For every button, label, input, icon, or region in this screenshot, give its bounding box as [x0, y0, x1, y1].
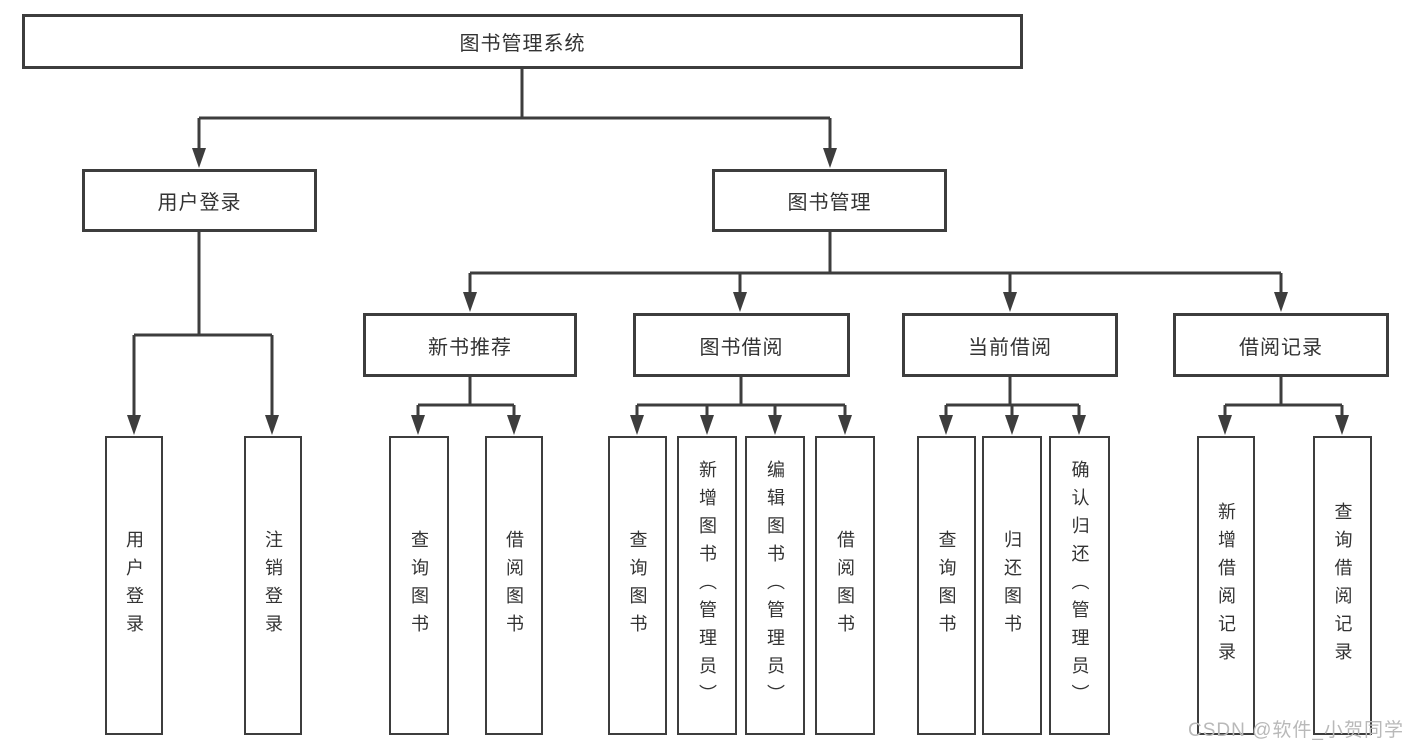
leaf-borrow-edit-books-admin-label: 编辑图书（管理员） [765, 459, 785, 712]
node-current-borrow-label: 当前借阅 [968, 336, 1052, 359]
node-new-book-recommend: 新书推荐 [363, 313, 577, 377]
leaf-current-query-books-label: 查询图书 [936, 529, 957, 642]
leaf-recommend-borrow-books-label: 借阅图书 [504, 529, 524, 642]
leaf-current-return-books: 归还图书 [982, 436, 1042, 735]
leaf-records-query-record-label: 查询借阅记录 [1332, 501, 1353, 670]
node-book-borrow: 图书借阅 [633, 313, 850, 377]
leaf-records-add-record: 新增借阅记录 [1197, 436, 1255, 735]
leaf-user-login: 用户登录 [105, 436, 163, 735]
leaf-borrow-query-books-label: 查询图书 [627, 529, 648, 642]
node-root-label: 图书管理系统 [459, 33, 586, 55]
watermark: CSDN @软件_小贺同学 [1188, 720, 1404, 741]
leaf-user-login-label: 用户登录 [124, 529, 144, 642]
node-book-borrow-label: 图书借阅 [699, 336, 784, 359]
node-book-management: 图书管理 [712, 169, 947, 232]
leaf-current-query-books: 查询图书 [917, 436, 976, 735]
leaf-records-add-record-label: 新增借阅记录 [1216, 501, 1236, 670]
leaf-recommend-borrow-books: 借阅图书 [485, 436, 543, 735]
node-book-management-label: 图书管理 [787, 192, 872, 214]
leaf-borrow-borrow-books: 借阅图书 [815, 436, 875, 735]
node-new-book-recommend-label: 新书推荐 [428, 336, 512, 359]
node-user-login-label: 用户登录 [157, 192, 242, 214]
node-borrow-records: 借阅记录 [1173, 313, 1389, 377]
node-borrow-records-label: 借阅记录 [1239, 336, 1323, 359]
leaf-recommend-query-books-label: 查询图书 [409, 529, 429, 642]
leaf-borrow-query-books: 查询图书 [608, 436, 667, 735]
node-root: 图书管理系统 [22, 14, 1023, 69]
leaf-borrow-add-books-admin: 新增图书（管理员） [677, 436, 737, 735]
leaf-current-return-books-label: 归还图书 [1002, 529, 1022, 642]
leaf-borrow-edit-books-admin: 编辑图书（管理员） [745, 436, 805, 735]
leaf-records-query-record: 查询借阅记录 [1313, 436, 1372, 735]
node-current-borrow: 当前借阅 [902, 313, 1118, 377]
leaf-borrow-borrow-books-label: 借阅图书 [835, 529, 855, 642]
leaf-current-confirm-return-admin: 确认归还（管理员） [1049, 436, 1110, 735]
leaf-logout: 注销登录 [244, 436, 302, 735]
node-user-login: 用户登录 [82, 169, 317, 232]
leaf-recommend-query-books: 查询图书 [389, 436, 449, 735]
leaf-current-confirm-return-admin-label: 确认归还（管理员） [1069, 459, 1090, 712]
leaf-borrow-add-books-admin-label: 新增图书（管理员） [697, 459, 717, 712]
leaf-logout-label: 注销登录 [263, 529, 283, 642]
